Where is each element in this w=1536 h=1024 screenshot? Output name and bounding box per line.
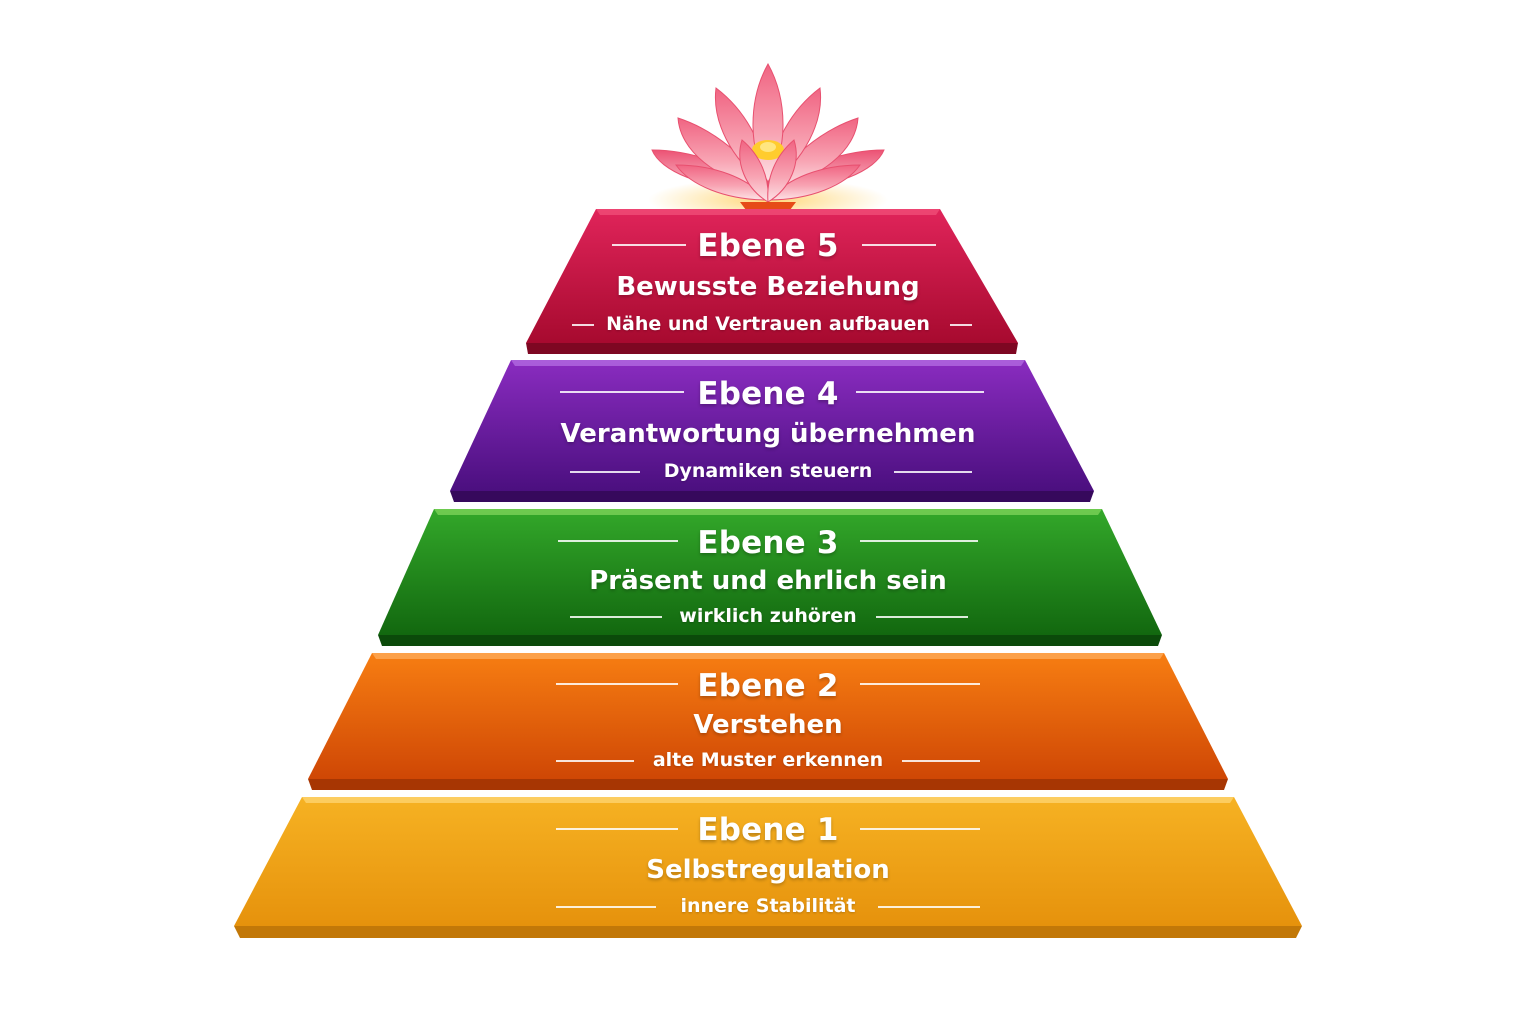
lotus-flower-icon bbox=[648, 62, 888, 222]
level-1-block bbox=[234, 797, 1302, 938]
level-2-block bbox=[308, 653, 1228, 790]
level-3-block bbox=[378, 509, 1162, 646]
level-4-block bbox=[450, 360, 1094, 502]
level-5-block bbox=[526, 209, 1018, 354]
